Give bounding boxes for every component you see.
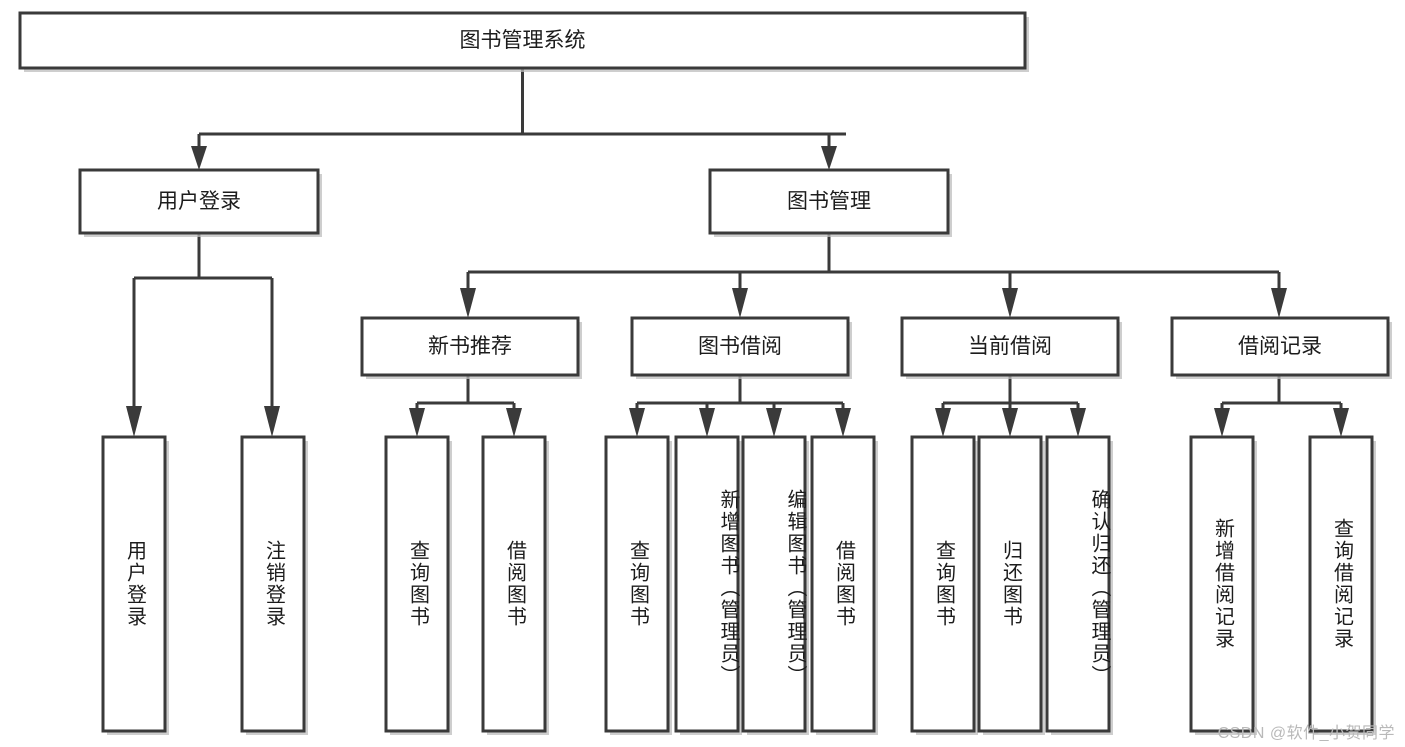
node-box-group	[18, 11, 1392, 735]
arrow-leaf-query-book-3	[935, 408, 951, 437]
arrow-leaf-add-book	[699, 408, 715, 437]
arrow-leaf-user-login	[126, 406, 142, 437]
arrow-book-borrow	[732, 288, 748, 318]
arrow-new-book-recommend	[460, 288, 476, 318]
new-book-recommend-box[interactable]	[360, 316, 580, 377]
arrow-leaf-edit-book	[766, 408, 782, 437]
arrow-leaf-borrow-book-2	[835, 408, 851, 437]
leaf-box-borrow-book-1[interactable]	[481, 435, 547, 733]
leaf-box-user-login[interactable]	[101, 435, 167, 733]
arrow-leaf-confirm-return	[1070, 408, 1086, 437]
arrow-leaf-return-book	[1002, 408, 1018, 437]
connector-group-root-to-level2	[191, 69, 846, 170]
arrow-leaf-query-book-1	[409, 408, 425, 437]
arrow-user-login	[191, 146, 207, 170]
arrow-borrow-record	[1271, 288, 1287, 318]
root-box[interactable]	[18, 11, 1027, 70]
arrow-leaf-logout	[264, 406, 280, 437]
book-borrow-box[interactable]	[630, 316, 850, 377]
arrow-leaf-borrow-book-1	[506, 408, 522, 437]
leaf-box-query-book-2[interactable]	[604, 435, 670, 733]
leaf-box-return-book[interactable]	[977, 435, 1043, 733]
leaf-box-add-book[interactable]	[674, 435, 740, 733]
connector-group-book-borrow-children	[629, 375, 851, 437]
arrow-current-borrow	[1002, 288, 1018, 318]
connector-group-current-borrow-children	[935, 375, 1086, 437]
arrow-leaf-query-book-2	[629, 408, 645, 437]
connector-group-borrow-record-children	[1214, 375, 1349, 437]
leaf-box-query-book-3[interactable]	[910, 435, 976, 733]
leaf-box-add-record[interactable]	[1189, 435, 1255, 733]
current-borrow-box[interactable]	[900, 316, 1120, 377]
user-login-box[interactable]	[78, 168, 320, 235]
connector-group-user-login-children	[126, 233, 280, 437]
connector-group-book-manage-children	[460, 233, 1287, 318]
leaf-box-confirm-return[interactable]	[1045, 435, 1111, 733]
arrow-book-manage	[821, 146, 837, 170]
leaf-box-query-book-1[interactable]	[384, 435, 450, 733]
arrow-leaf-add-record	[1214, 408, 1230, 437]
leaf-box-logout[interactable]	[240, 435, 306, 733]
arrow-leaf-query-record	[1333, 408, 1349, 437]
leaf-box-borrow-book-2[interactable]	[810, 435, 876, 733]
leaf-box-query-record[interactable]	[1308, 435, 1374, 733]
book-manage-box[interactable]	[708, 168, 950, 235]
borrow-record-box[interactable]	[1170, 316, 1390, 377]
csdn-watermark: CSDN @软件_小贺同学	[1217, 725, 1395, 742]
leaf-box-edit-book[interactable]	[741, 435, 807, 733]
connector-group-new-book-children	[409, 375, 522, 437]
